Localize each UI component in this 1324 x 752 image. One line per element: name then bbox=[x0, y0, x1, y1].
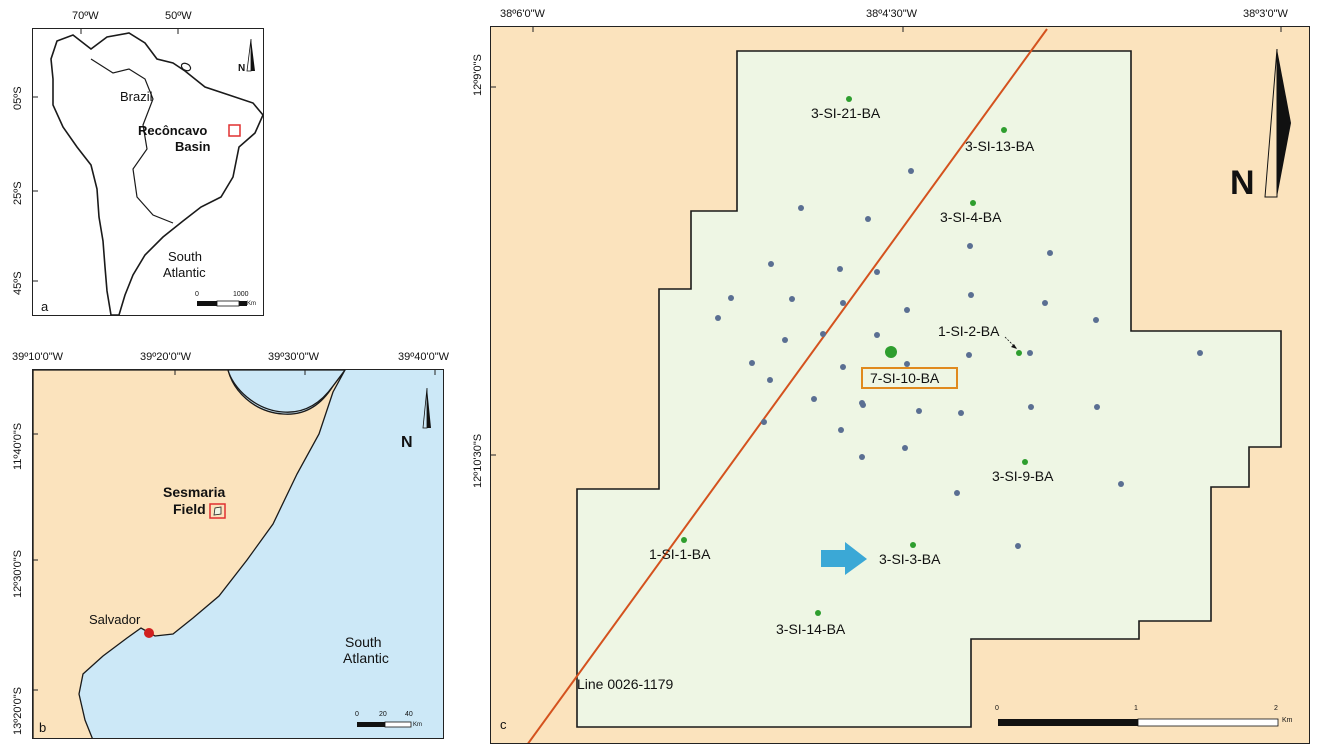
lat-tick-b3: 13º20'0"S bbox=[12, 687, 24, 735]
lat-tick-45s: 45ºS bbox=[12, 271, 24, 295]
well-label-7-si-10: 7-SI-10-BA bbox=[870, 370, 940, 386]
seismic-line-label: Line 0026-1179 bbox=[577, 676, 674, 692]
scale-0: 0 bbox=[195, 291, 199, 298]
label-reconcavo: Recôncavo bbox=[138, 123, 208, 138]
panel-c-map: 3-SI-21-BA 3-SI-13-BA 3-SI-4-BA 1-SI-2-B… bbox=[490, 26, 1310, 744]
field-location-marker bbox=[209, 503, 226, 519]
coastline-map bbox=[33, 370, 436, 738]
label-atlantic: Atlantic bbox=[163, 265, 206, 280]
well-label-3-si-3: 3-SI-3-BA bbox=[879, 551, 941, 567]
north-label: N bbox=[238, 63, 246, 74]
arrow-icon bbox=[821, 542, 867, 575]
lon-tick-b4: 39º40'0"W bbox=[398, 351, 449, 363]
label-brazil: Brazil bbox=[120, 89, 153, 104]
well-label-1-si-2: 1-SI-2-BA bbox=[938, 323, 1000, 339]
lon-tick-b1: 39º10'0"W bbox=[12, 351, 63, 363]
well-label-3-si-14: 3-SI-14-BA bbox=[776, 621, 846, 637]
well-label-3-si-4: 3-SI-4-BA bbox=[940, 209, 1002, 225]
label-sesmaria: Sesmaria bbox=[163, 484, 226, 500]
highlight-well-box bbox=[861, 367, 958, 389]
lon-tick-70w: 70ºW bbox=[72, 10, 99, 22]
lon-tick-50w: 50ºW bbox=[165, 10, 192, 22]
lat-tick-b2: 12º30'0"S bbox=[12, 550, 24, 598]
lat-tick-c2: 12º10'30"S bbox=[472, 433, 484, 488]
lon-tick-c2: 38º4'30"W bbox=[866, 8, 917, 20]
well-label-3-si-13: 3-SI-13-BA bbox=[965, 138, 1035, 154]
north-arrow-icon bbox=[1277, 49, 1291, 197]
panel-b-map: Sesmaria Field Salvador South Atlantic N… bbox=[32, 369, 444, 739]
panel-letter-b: b bbox=[39, 720, 47, 735]
scale-b-0: 0 bbox=[355, 711, 359, 718]
panel-a-map: Brazil Recôncavo Basin South Atlantic N … bbox=[32, 28, 264, 316]
scale-b-km: Km bbox=[413, 722, 422, 728]
scale-km: Km bbox=[247, 301, 256, 307]
scale-c-0: 0 bbox=[995, 705, 999, 712]
well-label-3-si-9: 3-SI-9-BA bbox=[992, 468, 1054, 484]
label-salvador: Salvador bbox=[89, 612, 141, 627]
scale-b-40: 40 bbox=[405, 711, 413, 718]
label-south-b: South bbox=[345, 634, 382, 650]
label-basin: Basin bbox=[175, 139, 211, 154]
label-field: Field bbox=[173, 501, 206, 517]
north-arrow-icon bbox=[427, 388, 431, 428]
highlight-well-marker bbox=[885, 346, 897, 358]
north-label-c: N bbox=[1230, 164, 1255, 202]
well-dots-green bbox=[681, 96, 1028, 616]
lon-tick-c1: 38º6'0"W bbox=[500, 8, 545, 20]
lat-tick-25s: 25ºS bbox=[12, 181, 24, 205]
scale-c-km: Km bbox=[1282, 717, 1293, 724]
well-label-1-si-1: 1-SI-1-BA bbox=[649, 546, 711, 562]
seismic-line bbox=[527, 28, 1048, 743]
lat-tick-c1: 12º9'0"S bbox=[472, 54, 484, 96]
basin-location-marker bbox=[228, 124, 241, 137]
lon-tick-b3: 39º30'0"W bbox=[268, 351, 319, 363]
field-detail-map bbox=[491, 27, 1291, 743]
scale-c-2: 2 bbox=[1274, 705, 1278, 712]
scale-b-20: 20 bbox=[379, 711, 387, 718]
label-atlantic-b: Atlantic bbox=[343, 650, 389, 666]
south-america-outline bbox=[33, 29, 263, 315]
north-label-b: N bbox=[401, 434, 413, 451]
scale-1000: 1000 bbox=[233, 291, 249, 298]
lon-tick-c3: 38º3'0"W bbox=[1243, 8, 1288, 20]
panel-letter-c: c bbox=[500, 717, 507, 732]
lat-tick-b1: 11º40'0"S bbox=[12, 422, 24, 470]
lat-tick-05s: 05ºS bbox=[12, 86, 24, 110]
panel-letter-a: a bbox=[41, 299, 49, 314]
well-dots-blue bbox=[715, 168, 1203, 549]
well-label-3-si-21: 3-SI-21-BA bbox=[811, 105, 881, 121]
scale-c-1: 1 bbox=[1134, 705, 1138, 712]
salvador-city-marker bbox=[144, 628, 154, 638]
label-south: South bbox=[168, 249, 202, 264]
north-arrow-icon bbox=[251, 39, 255, 71]
lon-tick-b2: 39º20'0"W bbox=[140, 351, 191, 363]
